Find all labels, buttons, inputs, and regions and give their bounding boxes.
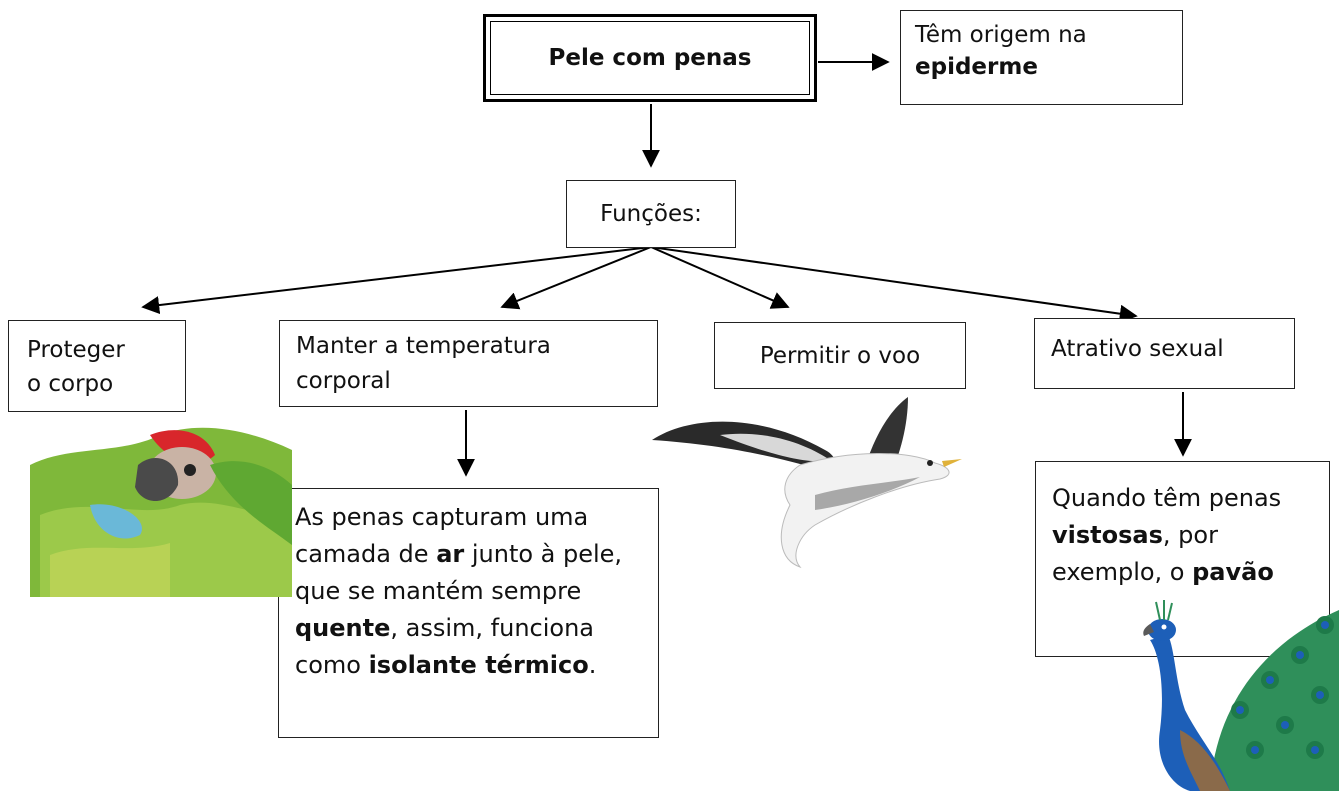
origin-node: Têm origem na epiderme [900,10,1183,105]
sexual-bold-showy: vistosas [1052,521,1163,549]
functions-node: Funções: [566,180,736,248]
function-temperature-node: Manter a temperatura corporal [279,320,658,407]
temp-text-4: . [588,651,597,679]
arrow-functions-to-protect [141,246,652,315]
sexual-label: Atrativo sexual [1051,336,1224,362]
function-flight-node: Permitir o voo [714,322,966,389]
root-label: Pele com penas [548,45,752,71]
function-sexual-node: Atrativo sexual [1034,318,1295,389]
function-protect-node: Proteger o corpo [8,320,186,412]
temp-bold-warm: quente [295,614,391,642]
parrot-illustration [30,427,292,597]
temperature-line1: Manter a temperatura [296,333,551,359]
arrow-functions-to-temperature [500,246,652,310]
sexual-text-1: Quando têm penas [1052,484,1282,512]
protect-line1: Proteger [27,337,125,363]
sexual-text-2: , por exemplo, o [1052,521,1218,586]
origin-bold: epiderme [915,54,1038,80]
peacock-illustration [1143,600,1339,791]
temp-text-1: As penas capturam uma camada de [295,503,589,568]
root-node: Pele com penas [483,14,817,102]
temp-text-2: junto à pele, que se mantém sempre [295,540,623,605]
protect-line2: o corpo [27,371,114,397]
seagull-illustration [652,397,962,569]
functions-label: Funções: [600,201,702,227]
temp-text-3: , assim, funciona como [295,614,595,679]
arrow-functions-to-flight [650,246,790,309]
flight-label: Permitir o voo [759,342,921,369]
temp-bold-air: ar [436,540,465,568]
temperature-detail-node: As penas capturam uma camada de ar junto… [278,488,659,738]
sexual-detail-node: Quando têm penas vistosas, por exemplo, … [1035,461,1330,657]
temperature-line2: corporal [296,368,391,394]
sexual-bold-peacock: pavão [1192,558,1274,586]
arrow-functions-to-sexual [650,246,1138,323]
origin-text: Têm origem na [915,22,1087,48]
temp-bold-insulator: isolante térmico [368,651,589,679]
